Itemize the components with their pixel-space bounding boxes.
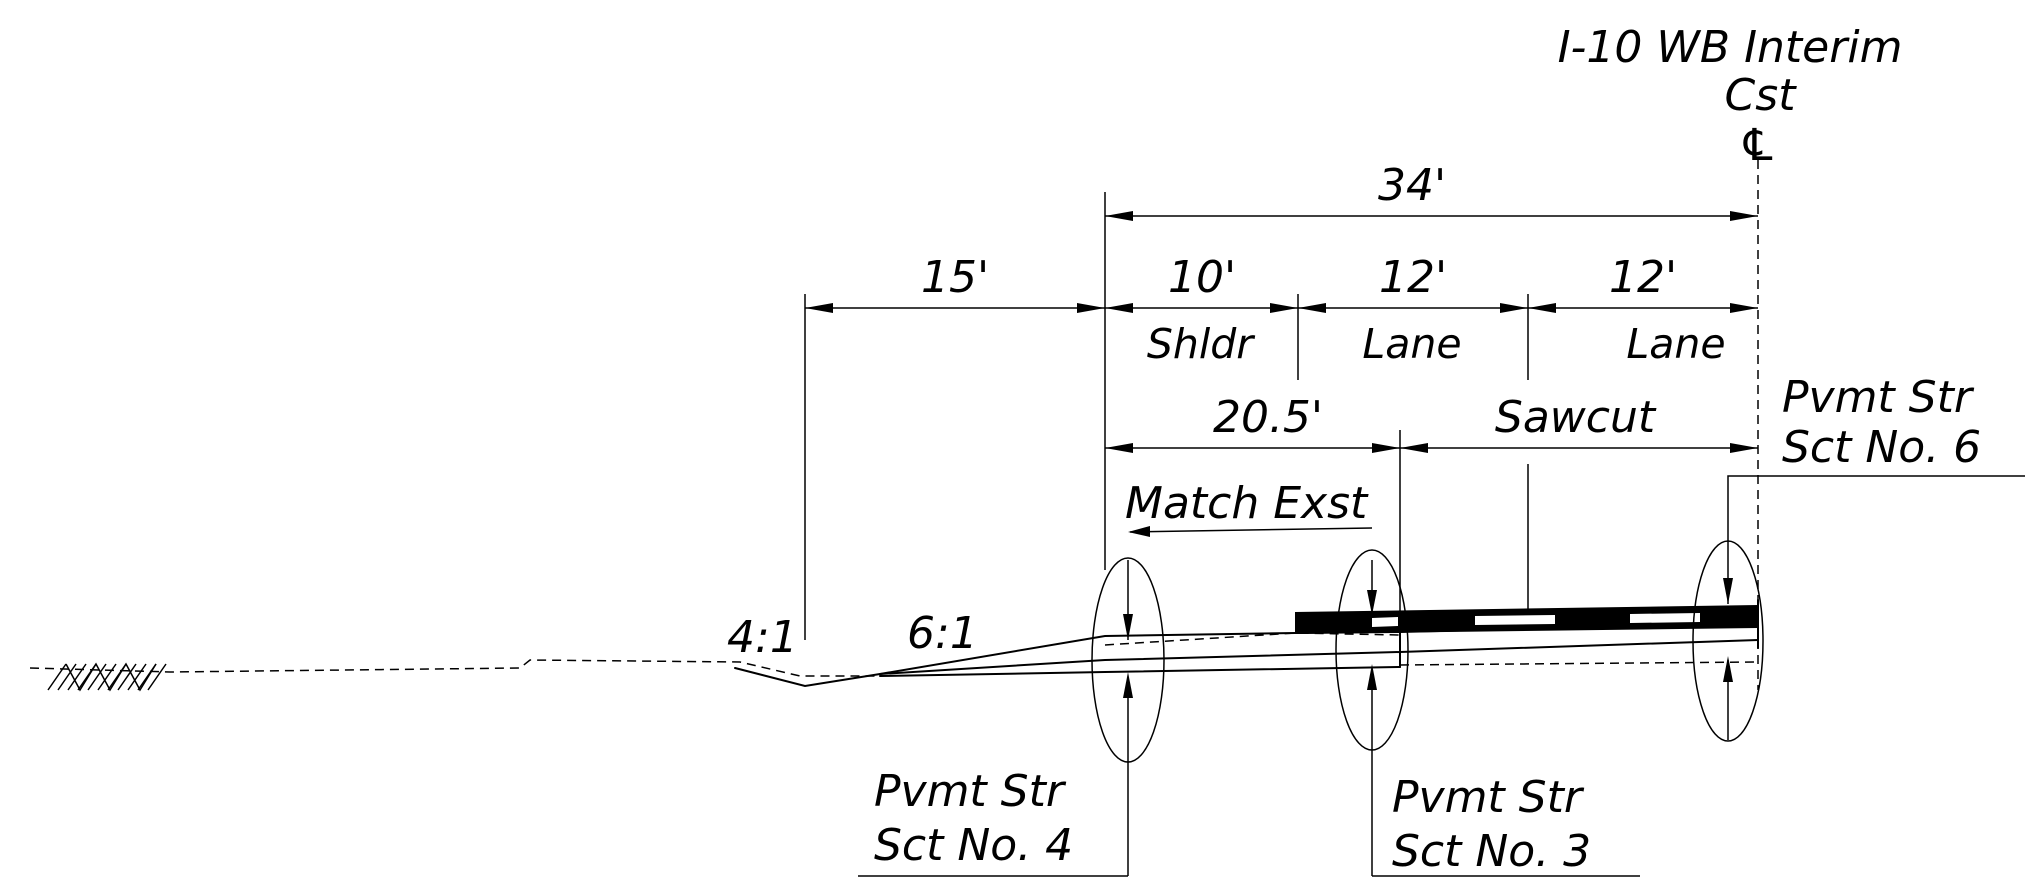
- callout-leaders: [858, 475, 2025, 877]
- callout-pvmt3-line1: Pvmt Str: [1392, 772, 1585, 823]
- lane2-label: Lane: [1626, 320, 1725, 368]
- slope-4to1-label: 4:1: [727, 612, 798, 663]
- sawcut-label: Sawcut: [1495, 392, 1657, 443]
- callout-ellipse-pvmt4: [1091, 557, 1165, 876]
- shoulder-label: Shldr: [1147, 320, 1255, 368]
- dimension-match-label: 20.5': [1213, 392, 1323, 443]
- section-title-line1: I-10 WB Interim: [1558, 22, 1903, 73]
- callout-pvmt3-line2: Sct No. 3: [1392, 826, 1591, 877]
- match-existing-arrow: [1128, 526, 1373, 537]
- existing-ground: [29, 632, 1759, 677]
- dimension-overall-label: 34': [1378, 160, 1446, 211]
- dimension-34ft: [1105, 211, 1758, 221]
- pavement-layer: [1295, 605, 1758, 634]
- dimension-lane1-label: 12': [1379, 252, 1447, 303]
- earth-hatch-symbol: [47, 662, 167, 692]
- callout-ellipse-pvmt6: [1692, 475, 1767, 742]
- callout-ellipse-pvmt3: [1335, 549, 1409, 876]
- slope-6to1-label: 6:1: [907, 608, 978, 659]
- dimension-row-widths: [805, 303, 1758, 313]
- callout-pvmt4-line2: Sct No. 4: [874, 820, 1073, 871]
- callout-pvmt6-line1: Pvmt Str: [1782, 372, 1975, 423]
- dimension-row-match: [1105, 443, 1758, 453]
- callout-pvmt6-line2: Sct No. 6: [1782, 422, 1981, 473]
- callout-pvmt4-line1: Pvmt Str: [874, 766, 1067, 817]
- dimension-shoulder-label: 10': [1168, 252, 1236, 303]
- lane1-label: Lane: [1362, 320, 1461, 368]
- dimension-lane2-label: 12': [1609, 252, 1677, 303]
- proposed-section: [734, 599, 1759, 688]
- dimension-offset-label: 15': [921, 252, 989, 303]
- section-title-line2: Cst: [1725, 70, 1798, 121]
- match-existing-label: Match Exst: [1125, 478, 1369, 529]
